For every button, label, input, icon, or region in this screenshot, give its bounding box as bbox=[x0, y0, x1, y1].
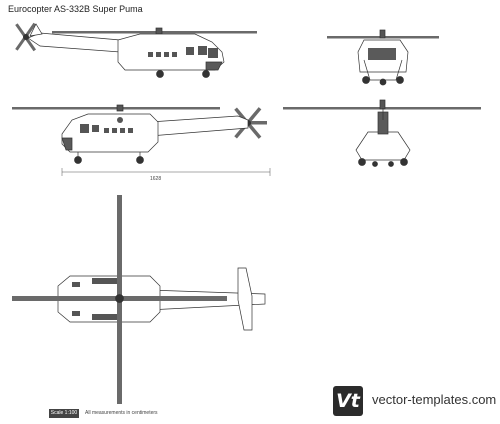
main-rotor-icon bbox=[12, 195, 227, 404]
side-view-left bbox=[12, 104, 267, 164]
top-view bbox=[12, 195, 266, 404]
scale-badge: Scale 1:100 bbox=[49, 409, 79, 418]
dimension-line bbox=[61, 168, 271, 176]
brand-name[interactable]: vector-templates.com bbox=[372, 392, 497, 407]
brand-logo: Vt bbox=[333, 386, 363, 416]
side-view-right bbox=[15, 22, 257, 78]
rear-view bbox=[283, 99, 481, 167]
drawing-title: Eurocopter AS-332B Super Puma bbox=[8, 4, 143, 14]
front-view bbox=[327, 29, 439, 86]
overall-length-dimension: 1628 bbox=[150, 176, 162, 182]
measurement-note: All measurements in centimeters bbox=[85, 410, 158, 416]
tail-rotor-icon bbox=[15, 22, 36, 52]
